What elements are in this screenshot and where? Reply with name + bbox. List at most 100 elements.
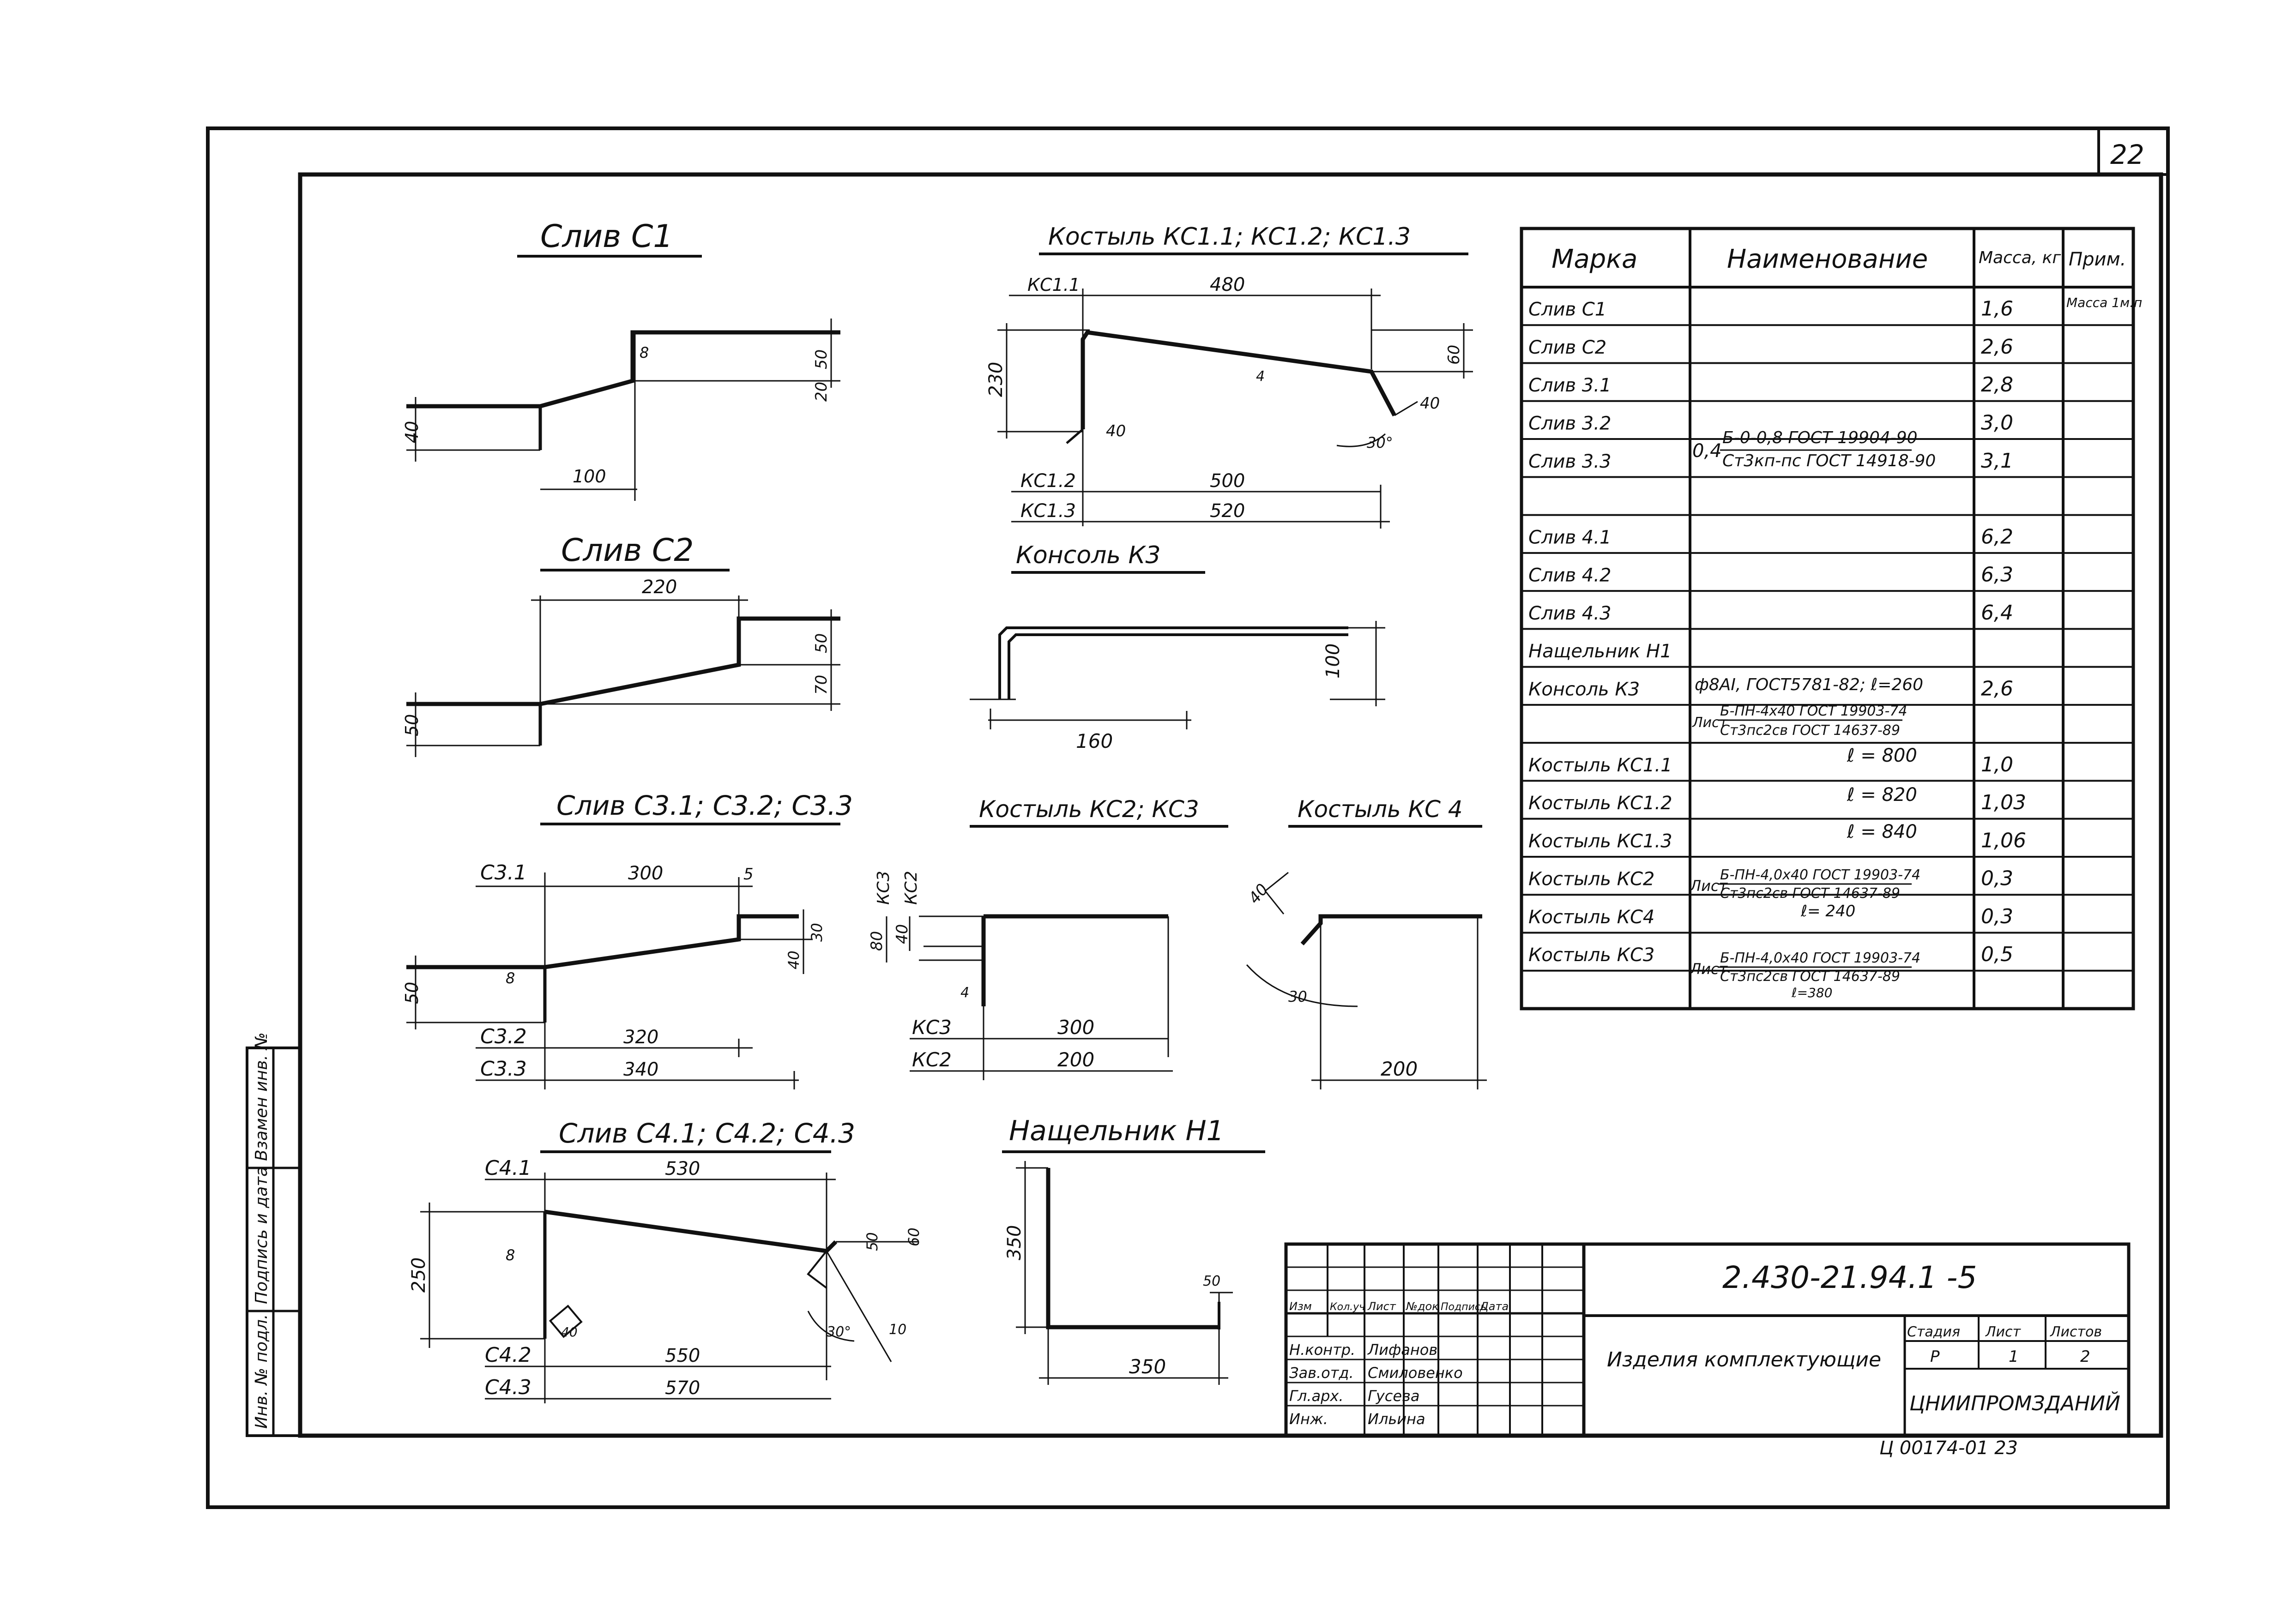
drawing-k3: Консоль К3 100 160: [970, 541, 1385, 752]
drawing-kc23: Костыль КС2; КС3 КС3 КС2 КС3 КС2 80 40 4…: [868, 796, 1228, 1080]
tb-person: Ильина: [1368, 1410, 1425, 1428]
drawing-c1: Слив С1 40 100 8 20 50: [402, 218, 840, 501]
spec-row-mark: Костыль КС3: [1528, 944, 1654, 966]
spec-row-mass: 6,2: [1981, 525, 2013, 548]
c4-dim-40: 40: [561, 1324, 578, 1340]
spec-row-mark: Слив 4.1: [1528, 527, 1611, 548]
spec-row-mass: 1,0: [1981, 753, 2013, 776]
spec-name-kc13-len: ℓ = 840: [1847, 821, 1917, 842]
c3-dim-40: 40: [785, 950, 803, 969]
tb-person: Смиловенко: [1368, 1364, 1463, 1382]
c3-dim-300: 300: [628, 863, 663, 884]
kc1-dim-230: 230: [985, 362, 1007, 397]
c3-label-c32: С3.2: [480, 1025, 527, 1048]
c4-label-c43: С4.3: [485, 1376, 531, 1399]
drawing-c1-title: Слив С1: [540, 218, 673, 255]
drawing-c4: Слив С4.1; С4.2; С4.3 С4.1 С4.2 С4.3 530…: [408, 1118, 923, 1403]
kc1-dim-4: 4: [1256, 368, 1265, 385]
kc23-dim-200: 200: [1057, 1048, 1094, 1071]
tb-sheet: 1: [2009, 1347, 2019, 1366]
kc1-dim-30deg: 30°: [1367, 434, 1393, 451]
spec-table: Марка Наименование Масса, кг Прим. Масса…: [1520, 227, 2142, 1010]
tb-col-izm: Изм: [1289, 1300, 1312, 1313]
c4-dim-50: 50: [863, 1232, 881, 1251]
c3-dim-320: 320: [623, 1027, 658, 1048]
kc1-dim-500: 500: [1210, 470, 1245, 492]
spec-row-mark: Консоль К3: [1528, 679, 1640, 700]
c4-dim-30deg: 30°: [827, 1324, 851, 1340]
tb-product: Изделия комплектующие: [1607, 1348, 1881, 1371]
k3-dim-160: 160: [1076, 730, 1113, 752]
spec-row-mass: 0,5: [1981, 943, 2013, 966]
kc23-dim-300: 300: [1057, 1016, 1094, 1039]
kc23-dim-80: 80: [868, 931, 886, 951]
c4-dim-530: 530: [665, 1158, 700, 1179]
spec-row-mass: 1,03: [1981, 791, 2026, 814]
spec-row-mark: Костыль КС1.2: [1528, 793, 1672, 814]
tb-stage: Р: [1930, 1347, 1940, 1366]
drawing-n1: Нащельник Н1 350 50 350: [1002, 1115, 1265, 1385]
side-stamp-inv: Инв. № подл.: [252, 1314, 271, 1429]
spec-header-note: Прим.: [2069, 249, 2126, 270]
drawing-k3-title: Консоль К3: [1016, 541, 1161, 569]
spec-note-mass-per-m: Масса 1м.п: [2066, 295, 2142, 310]
c2-dim-50-left: 50: [402, 714, 422, 736]
tb-col-date: Дата: [1479, 1300, 1509, 1313]
spec-row-mass: 6,4: [1981, 601, 2013, 625]
page-number-box: 22: [2097, 127, 2169, 176]
tb-col-sign: Подпись: [1441, 1301, 1486, 1313]
kc1-dim-60: 60: [1445, 345, 1463, 365]
drawing-c3: Слив С3.1; С3.2; С3.3 С3.1 С3.2 С3.3 300…: [402, 790, 853, 1089]
spec-row-mass: 1,06: [1981, 829, 2026, 852]
spec-row-mass: 2,8: [1981, 373, 2013, 397]
tb-person: Лифанов: [1367, 1341, 1437, 1359]
title-block: 2.430-21.94.1 -5 Изделия комплектующие И…: [1284, 1242, 2131, 1438]
tb-col-kolich: Кол.уч: [1330, 1301, 1365, 1313]
spec-name-kc3-top: Б-ПН-4,0х40 ГОСТ 19903-74: [1720, 950, 1920, 966]
c1-dim-100: 100: [573, 466, 606, 487]
n1-dim-50: 50: [1203, 1273, 1220, 1289]
kc1-dim-40-right: 40: [1420, 394, 1440, 413]
kc1-dim-40-left: 40: [1106, 422, 1126, 440]
drawing-c4-title: Слив С4.1; С4.2; С4.3: [559, 1118, 855, 1149]
c3-dim-30: 30: [808, 923, 826, 942]
c4-dim-60: 60: [905, 1227, 923, 1246]
tb-col-ndoc: №док: [1405, 1300, 1439, 1313]
spec-row-mass: 0,3: [1981, 867, 2013, 890]
spec-row-mark: Слив С2: [1528, 337, 1606, 358]
drawing-kc1: Костыль КС1.1; КС1.2; КС1.3 КС1.1 КС1.2 …: [985, 223, 1473, 529]
c4-dim-250: 250: [408, 1257, 429, 1293]
c1-dim-50: 50: [812, 349, 831, 369]
c1-dim-20: 20: [812, 382, 831, 402]
kc1-label-kc12: КС1.2: [1020, 470, 1076, 492]
spec-name-kc2-prefix: Лист: [1690, 877, 1728, 895]
drawing-c2-title: Слив С2: [561, 532, 694, 569]
spec-name-kc12-len: ℓ = 820: [1847, 784, 1917, 806]
kc1-dim-520: 520: [1210, 500, 1245, 522]
drawing-kc23-title: Костыль КС2; КС3: [979, 796, 1199, 823]
drawing-kc1-title: Костыль КС1.1; КС1.2; КС1.3: [1048, 223, 1411, 251]
kc23-label-kc3: КС3: [912, 1016, 952, 1039]
drawing-kc4: Костыль КС 4 40 30 200: [1245, 796, 1487, 1089]
spec-name-kc3-bottom: Ст3пс2св ГОСТ 14637-89: [1720, 968, 1900, 985]
kc23-dim-40: 40: [893, 924, 912, 944]
spec-name-steel-prefix: 0,4: [1692, 440, 1722, 462]
c4-dim-550: 550: [665, 1345, 700, 1366]
tb-org: ЦНИИПРОМЗДАНИЙ: [1909, 1391, 2120, 1415]
spec-name-kc2-top: Б-ПН-4,0х40 ГОСТ 19903-74: [1720, 867, 1920, 883]
kc23-label-kc3-vert: КС3: [874, 871, 893, 905]
c4-label-c42: С4.2: [485, 1343, 531, 1367]
spec-row-mark: Нащельник Н1: [1528, 641, 1672, 662]
spec-row-mark: Слив 4.2: [1528, 565, 1611, 586]
spec-row-mark: Костыль КС2: [1528, 869, 1654, 890]
c2-dim-70: 70: [812, 675, 831, 695]
spec-row-mark: Слив 3.3: [1528, 451, 1611, 472]
n1-dim-350-horiz: 350: [1129, 1355, 1166, 1378]
spec-row-mark: Слив 4.3: [1528, 603, 1611, 624]
drawing-c2: Слив С2 220 50 70 50: [402, 532, 840, 757]
page-number: 22: [2110, 139, 2144, 170]
spec-header-mark: Марка: [1551, 244, 1637, 274]
tb-role: Инж.: [1289, 1410, 1328, 1428]
k3-dim-100: 100: [1322, 644, 1344, 679]
